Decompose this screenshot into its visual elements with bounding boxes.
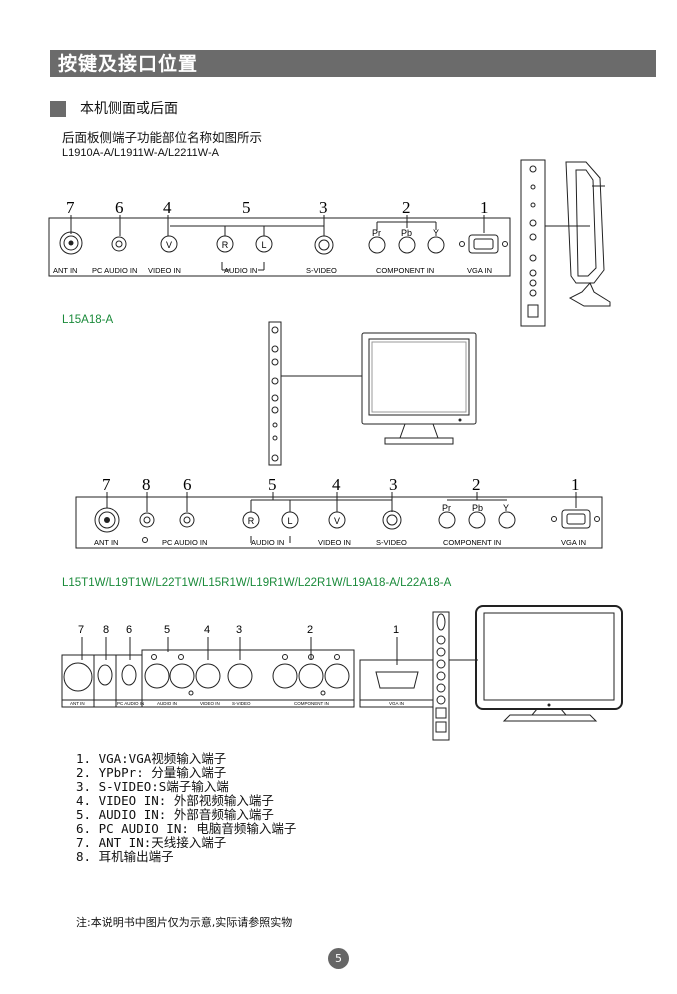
panel1-label-ant-in: ANT IN	[53, 266, 77, 275]
panel1-comp-pb: Pb	[401, 228, 412, 238]
panel3-num-5: 5	[164, 624, 170, 636]
panel2-num-4: 4	[332, 475, 341, 494]
panel3-num-6: 6	[126, 624, 132, 636]
legend-item: 8. 耳机输出端子	[76, 849, 174, 864]
panel2-comp-pr: Pr	[442, 503, 451, 513]
panel2-num-2: 2	[472, 475, 481, 494]
panel3-label-vga: VGA IN	[389, 701, 404, 706]
panel1-diagram: 7 6 4 5 3 2 1 V R L Pr	[48, 198, 511, 277]
terminal-legend: 1. VGA:VGA视频输入端子 2. YPbPr: 分量输入端子 3. S-V…	[76, 752, 296, 864]
legend-item: 4. VIDEO IN: 外部视频输入端子	[76, 793, 274, 808]
panel3-label-component: COMPONENT IN	[294, 701, 329, 706]
section-marker	[50, 101, 66, 117]
panel1-num-4: 4	[163, 198, 172, 217]
title-bar	[50, 50, 656, 77]
panel2-label-vga: VGA IN	[561, 538, 586, 547]
footnote: 注:本说明书中图片仅为示意,实际请参照实物	[76, 916, 293, 929]
panel1-num-7: 7	[66, 198, 75, 217]
panel2-num-1: 1	[571, 475, 580, 494]
panel3-num-2: 2	[307, 624, 313, 636]
panel1-num-2: 2	[402, 198, 411, 217]
legend-item: 5. AUDIO IN: 外部音频输入端子	[76, 807, 274, 822]
panel1-label-component: COMPONENT IN	[376, 266, 434, 275]
legend-item: 7. ANT IN:天线接入端子	[76, 835, 227, 850]
panel1-label-vga: VGA IN	[467, 266, 492, 275]
panel3-label-pc-audio: PC AUDIO IN	[117, 701, 144, 706]
panel2-jack-l: L	[287, 516, 292, 526]
panel3-num-7: 7	[78, 624, 84, 636]
panel1-jack-r: R	[222, 240, 229, 250]
panel3-label-video-in: VIDEO IN	[200, 701, 220, 706]
panel3-num-8: 8	[103, 624, 109, 636]
panel1-num-3: 3	[319, 198, 328, 217]
panel2-models: L15A18-A	[62, 314, 114, 326]
panel3-num-3: 3	[236, 624, 242, 636]
panel2-num-7: 7	[102, 475, 111, 494]
panel1-label-pc-audio: PC AUDIO IN	[92, 266, 137, 275]
panel1-jack-v: V	[166, 240, 172, 250]
panel2-comp-pb: Pb	[472, 503, 483, 513]
panel1-label-video-in: VIDEO IN	[148, 266, 181, 275]
panel1-models: L1910A-A/L1911W-A/L2211W-A	[62, 147, 219, 159]
panel2-num-6: 6	[183, 475, 192, 494]
panel1-num-1: 1	[480, 198, 489, 217]
panel1-label-audio-in: AUDIO IN	[224, 266, 257, 275]
panel1-label-s-video: S-VIDEO	[306, 266, 337, 275]
page-number: 5	[328, 948, 349, 969]
panel2-comp-y: Y	[503, 503, 509, 513]
panel1-jack-l: L	[261, 240, 266, 250]
panel3-num-4: 4	[204, 624, 210, 636]
panel2-label-ant-in: ANT IN	[94, 538, 118, 547]
panel2-num-5: 5	[268, 475, 277, 494]
panel1-num-6: 6	[115, 198, 124, 217]
legend-item: 3. S-VIDEO:S端子输入端	[76, 779, 229, 794]
legend-item: 2. YPbPr: 分量输入端子	[76, 765, 227, 780]
panel1-num-5: 5	[242, 198, 251, 217]
panel2-label-audio-in: AUDIO IN	[251, 538, 284, 547]
panel3-label-audio-in: AUDIO IN	[157, 701, 177, 706]
section-heading: 本机侧面或后面	[80, 101, 178, 117]
legend-item: 1. VGA:VGA视频输入端子	[76, 751, 227, 766]
panel2-jack-v: V	[334, 516, 340, 526]
panel2-label-s-video: S-VIDEO	[376, 538, 407, 547]
panel2-label-component: COMPONENT IN	[443, 538, 501, 547]
page-title: 按键及接口位置	[58, 53, 199, 75]
panel2-num-3: 3	[389, 475, 398, 494]
panel2-label-pc-audio: PC AUDIO IN	[162, 538, 207, 547]
panel3-label-ant-in: ANT IN	[70, 701, 85, 706]
legend-item: 6. PC AUDIO IN: 电脑音频输入端子	[76, 821, 297, 836]
panel3-models: L15T1W/L19T1W/L22T1W/L15R1W/L19R1W/L22R1…	[62, 577, 452, 589]
panel2-num-8: 8	[142, 475, 151, 494]
description: 后面板侧端子功能部位名称如图所示	[62, 130, 263, 145]
panel1-comp-pr: Pr	[372, 228, 381, 238]
panel1-side-view	[520, 159, 611, 327]
panel2-monitor-view	[268, 321, 477, 466]
panel2-label-video-in: VIDEO IN	[318, 538, 351, 547]
panel3-num-1: 1	[393, 624, 399, 636]
panel2-jack-r: R	[248, 516, 255, 526]
panel1-comp-y: Y	[433, 228, 439, 238]
panel3-label-s-video: S-VIDEO	[232, 701, 251, 706]
panel3-monitor-view	[432, 605, 623, 741]
